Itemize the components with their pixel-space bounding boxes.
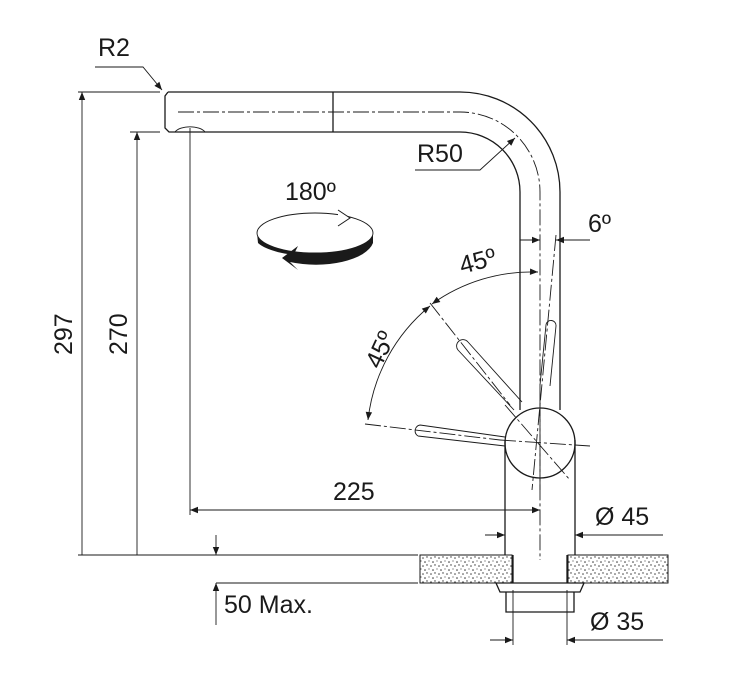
linear-dimensions — [78, 66, 663, 645]
label-angle-left: 45º — [360, 327, 401, 372]
rotation-arrow-icon — [256, 209, 374, 270]
label-height-outlet: 270 — [105, 313, 133, 355]
faucet-body — [499, 400, 591, 555]
label-reach: 225 — [333, 478, 375, 506]
angle-dimensions — [365, 236, 590, 421]
label-rotation: 180º — [285, 178, 336, 206]
label-diameter-body: Ø 45 — [595, 503, 649, 531]
label-diameter-shank: Ø 35 — [590, 608, 644, 636]
label-angle-tilt: 6º — [588, 210, 611, 238]
label-r2: R2 — [98, 34, 130, 62]
countertop — [419, 554, 669, 613]
label-height-total: 297 — [50, 313, 78, 355]
spout — [164, 91, 561, 560]
label-deck-thickness: 50 Max. — [224, 591, 313, 619]
levers — [364, 234, 557, 491]
label-r50: R50 — [417, 140, 463, 168]
label-angle-top: 45º — [456, 243, 499, 280]
